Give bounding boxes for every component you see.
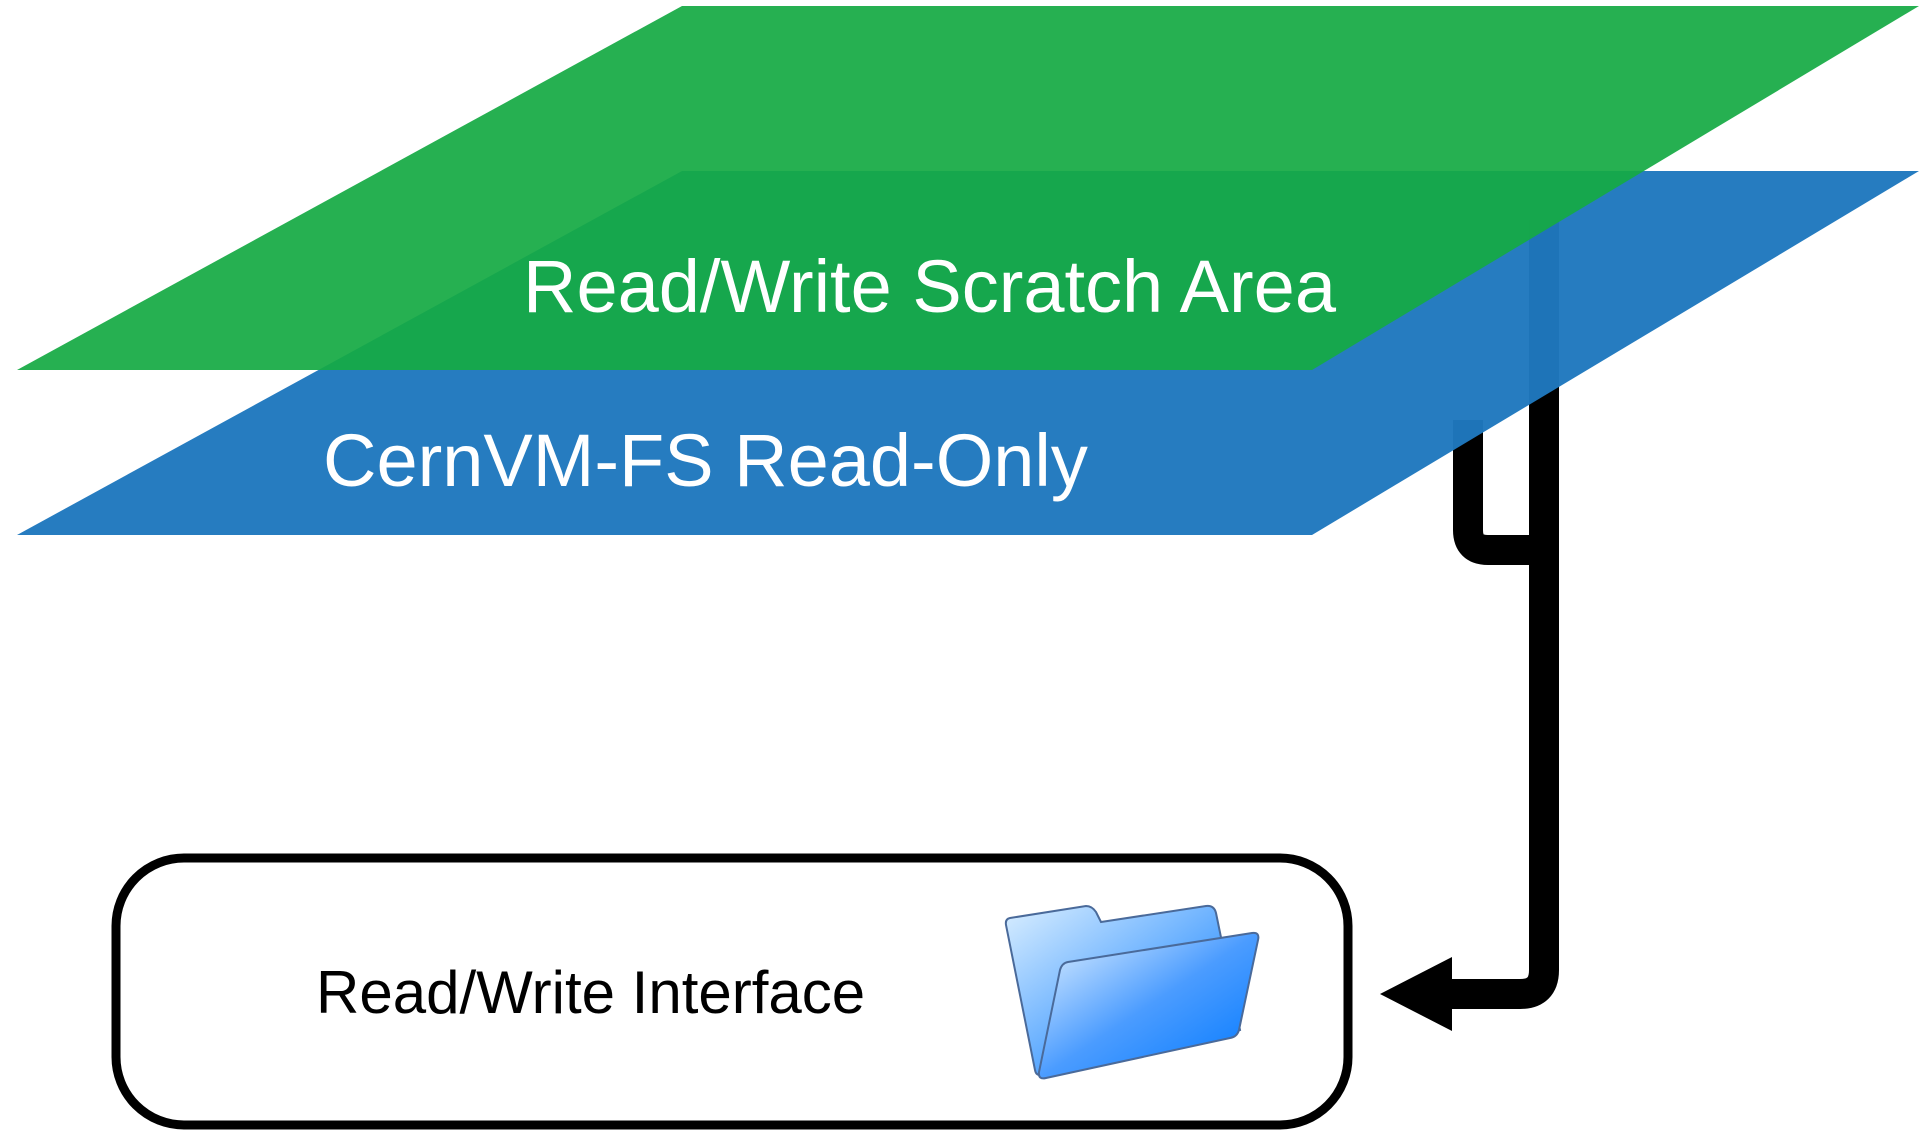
readonly-connector-line xyxy=(1453,420,1544,565)
readonly-layer-label: CernVM-FS Read-Only xyxy=(323,419,1088,502)
scratch-plane xyxy=(17,6,1919,370)
folder-front xyxy=(1037,931,1260,1080)
scratch-connector-line xyxy=(1430,220,1559,1009)
connector xyxy=(1380,220,1559,1031)
scratch-layer: Read/Write Scratch Area xyxy=(17,6,1919,370)
arrow-head-icon xyxy=(1380,957,1452,1031)
scratch-layer-label: Read/Write Scratch Area xyxy=(523,245,1337,328)
interface-box: Read/Write Interface xyxy=(111,853,1353,1130)
folder-icon xyxy=(1004,904,1260,1080)
interface-label: Read/Write Interface xyxy=(316,959,865,1026)
